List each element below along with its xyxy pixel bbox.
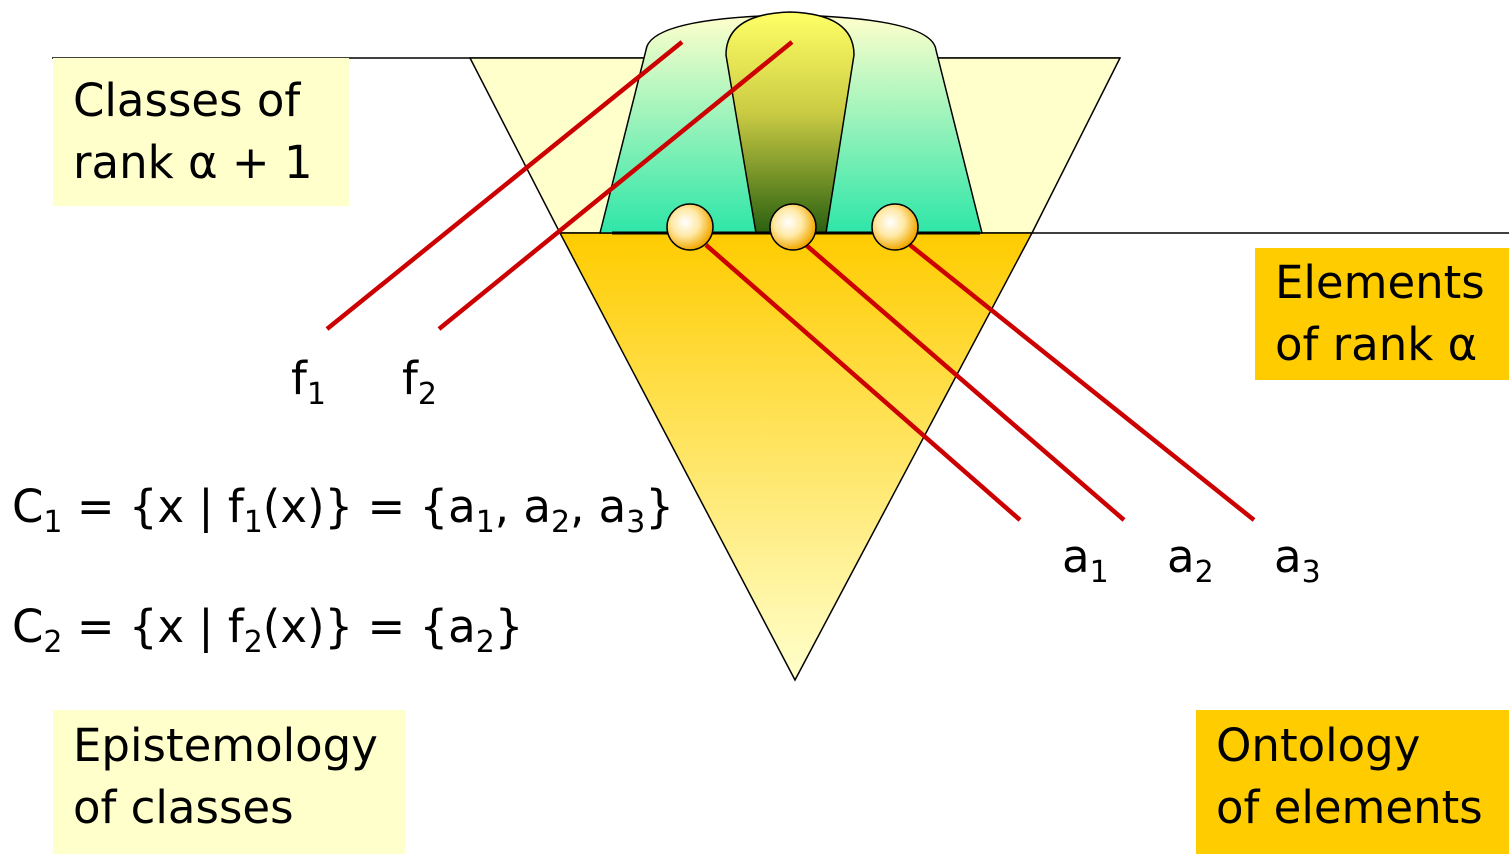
equation-c1: C1 = {x | f1(x)} = {a1, a2, a3} [12, 480, 674, 540]
a1-link-line [704, 243, 1022, 522]
element-a2-ball [769, 203, 817, 251]
elements-rank-line1: Elements [1275, 256, 1485, 309]
epistemology-line1: Epistemology [73, 719, 378, 772]
elements-rank-line2: of rank α [1275, 318, 1478, 371]
f2-label: f2 [402, 352, 437, 412]
classes-rank-box: Classes of rank α + 1 [53, 58, 349, 206]
epistemology-line2: of classes [73, 781, 294, 834]
triangle-lower-part [558, 232, 1034, 682]
f1-link-line [325, 40, 684, 331]
a3-label: a3 [1274, 530, 1321, 590]
a3-link-line [908, 243, 1256, 522]
f2-link-line [437, 40, 794, 331]
element-a1-ball [666, 203, 714, 251]
ontology-line1: Ontology [1216, 719, 1421, 772]
classes-rank-line2: rank α + 1 [73, 136, 313, 189]
elements-rank-box: Elements of rank α [1255, 248, 1509, 380]
ontology-box: Ontology of elements [1196, 710, 1509, 854]
f1-label: f1 [291, 352, 326, 412]
element-a3-ball [871, 203, 919, 251]
a2-label: a2 [1167, 530, 1214, 590]
classes-rank-line1: Classes of [73, 74, 301, 127]
a2-link-line [804, 243, 1126, 522]
equation-c2: C2 = {x | f2(x)} = {a2} [12, 600, 524, 660]
ontology-line2: of elements [1216, 781, 1483, 834]
a1-label: a1 [1062, 530, 1109, 590]
epistemology-box: Epistemology of classes [53, 710, 405, 854]
